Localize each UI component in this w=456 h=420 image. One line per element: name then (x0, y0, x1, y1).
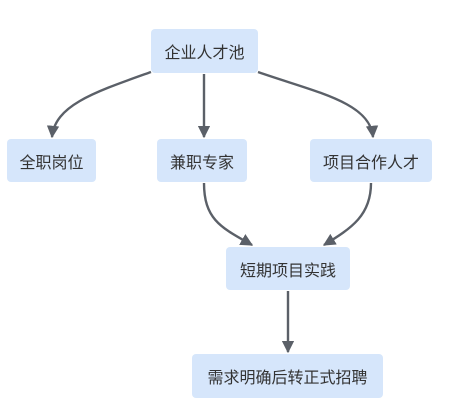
node-fulltime-position-label: 全职岗位 (19, 152, 84, 172)
node-project-talent-label: 项目合作人才 (322, 152, 419, 172)
node-short-project-practice-label: 短期项目实践 (239, 260, 336, 280)
node-formal-hiring-label: 需求明确后转正式招聘 (207, 368, 368, 387)
edge-parttime-to-short-project (202, 182, 254, 247)
edge-project-to-short-project (322, 182, 373, 247)
node-formal-hiring: 需求明确后转正式招聘 (192, 354, 383, 398)
node-parttime-expert-label: 兼职专家 (169, 152, 234, 172)
edge-pool-to-project (257, 70, 379, 139)
node-fulltime-position: 全职岗位 (7, 139, 96, 182)
edge-pool-to-fulltime (46, 70, 152, 139)
node-project-talent: 项目合作人才 (310, 139, 432, 182)
node-talent-pool: 企业人才池 (151, 29, 258, 73)
node-parttime-expert: 兼职专家 (157, 139, 247, 182)
node-talent-pool-label: 企业人才池 (164, 43, 245, 62)
node-short-project-practice: 短期项目实践 (226, 247, 350, 290)
